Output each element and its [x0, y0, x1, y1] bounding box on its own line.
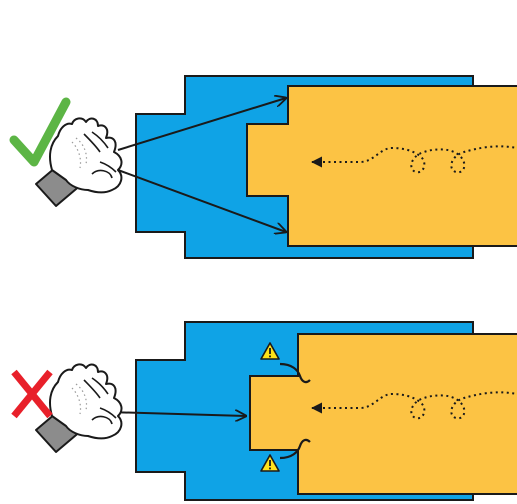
force-arrow-center	[107, 412, 246, 416]
cylinder-body	[246, 85, 517, 247]
deformation-line-upper	[279, 362, 311, 384]
force-arrow-lower	[117, 169, 286, 232]
warning-triangle-icon	[260, 342, 280, 360]
deformation-line-lower	[279, 438, 311, 460]
panel-incorrect	[11, 321, 517, 501]
checkmark-icon	[9, 97, 71, 167]
flow-path	[311, 145, 517, 174]
cylinder-body	[249, 333, 517, 495]
flow-path	[311, 391, 517, 420]
force-arrow-upper	[117, 98, 286, 151]
panel-correct	[9, 75, 517, 259]
cross-icon	[11, 369, 53, 419]
warning-triangle-icon	[260, 454, 280, 472]
